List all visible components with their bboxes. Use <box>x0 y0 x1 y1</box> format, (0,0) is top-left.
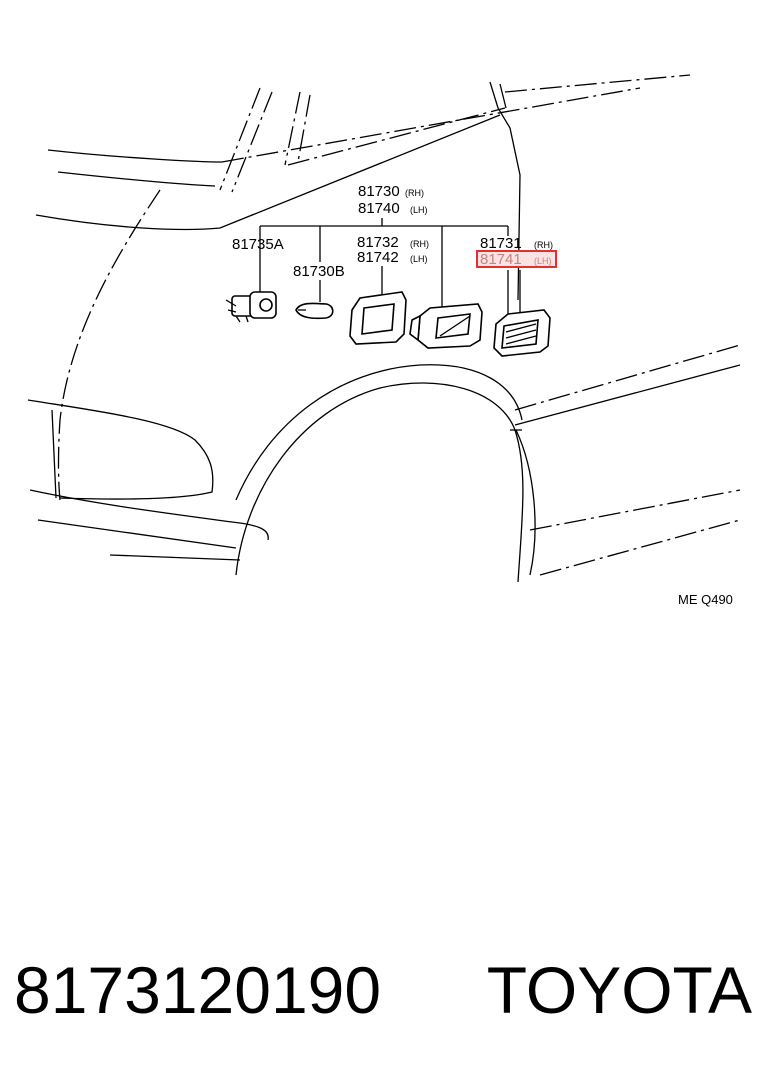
svg-text:(RH): (RH) <box>410 239 429 249</box>
svg-text:81730B: 81730B <box>293 263 345 280</box>
svg-text:(LH): (LH) <box>410 254 428 264</box>
svg-text:81735A: 81735A <box>232 236 284 253</box>
svg-text:81732: 81732 <box>357 234 399 251</box>
diagram-code: ME Q490 <box>678 592 733 607</box>
part-label-81732: 81732 (RH) <box>357 234 429 251</box>
part-number: 8173120190 <box>14 953 382 1027</box>
svg-text:81731: 81731 <box>480 235 522 252</box>
svg-text:81730: 81730 <box>358 183 400 200</box>
part-label-81730: 81730 (RH) <box>358 183 424 200</box>
part-label-81731: 81731 (RH) <box>480 235 553 252</box>
lens-81730 <box>409 303 483 349</box>
part-label-81741-highlighted: 81741 (LH) <box>476 250 557 268</box>
highlight-box <box>476 250 557 268</box>
bulb-81730b <box>295 302 334 320</box>
footer: 8173120190 TOYOTA <box>0 940 768 1040</box>
svg-text:(RH): (RH) <box>405 188 424 198</box>
svg-text:81740: 81740 <box>358 200 400 217</box>
part-label-81735a: 81735A <box>232 236 284 253</box>
part-label-81742: 81742 (LH) <box>357 249 428 266</box>
gasket-81732 <box>349 291 407 345</box>
leader-lines <box>259 218 521 316</box>
svg-text:81742: 81742 <box>357 249 399 266</box>
svg-text:(LH): (LH) <box>534 256 552 266</box>
part-label-81730b: 81730B <box>293 263 345 280</box>
svg-text:81741: 81741 <box>480 251 522 268</box>
brand-name: TOYOTA <box>486 953 752 1027</box>
part-label-81740: 81740 (LH) <box>358 200 428 217</box>
svg-text:(RH): (RH) <box>534 240 553 250</box>
lens-81731 <box>493 309 551 357</box>
vehicle-body-outline <box>27 74 741 583</box>
parts-diagram: 81730 (RH) 81740 (LH) 81735A 81730B 8173… <box>27 74 741 607</box>
socket-81735a <box>225 291 277 323</box>
svg-text:(LH): (LH) <box>410 205 428 215</box>
